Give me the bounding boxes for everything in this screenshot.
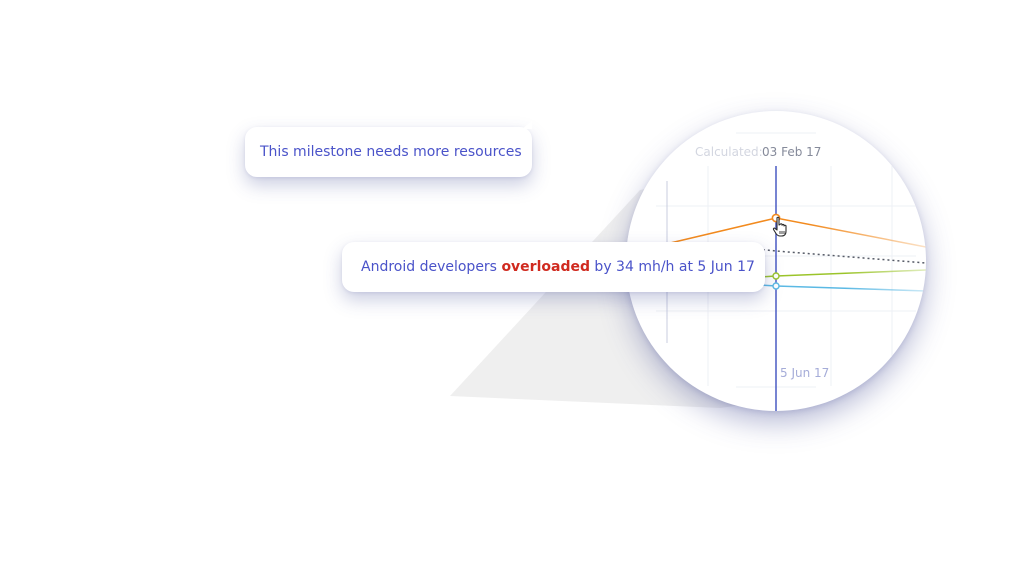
calculated-date: 03 Feb 17 bbox=[762, 145, 821, 159]
calculated-label: Calculated: bbox=[695, 145, 763, 159]
overload-tooltip-prefix: Android developers bbox=[361, 259, 502, 275]
milestone-tooltip-text: This milestone needs more resources bbox=[260, 144, 522, 160]
tooltip-tail bbox=[522, 121, 532, 129]
overload-status-highlight: overloaded bbox=[501, 259, 590, 275]
series-green-point[interactable] bbox=[772, 272, 780, 280]
zoomed-chart: Calculated: 03 Feb 17 5 Jun 17 bbox=[656, 132, 926, 411]
hand-pointer-icon bbox=[772, 216, 787, 237]
milestone-tooltip: This milestone needs more resources bbox=[245, 121, 532, 177]
series-blue-point[interactable] bbox=[772, 282, 780, 290]
marker-date-label: 5 Jun 17 bbox=[780, 366, 829, 380]
overload-tooltip-suffix: by 34 mh/h at 5 Jun 17 bbox=[589, 259, 755, 275]
capacity-dotted-line bbox=[737, 246, 926, 264]
overload-tooltip: Android developers overloaded by 34 mh/h… bbox=[342, 242, 765, 292]
